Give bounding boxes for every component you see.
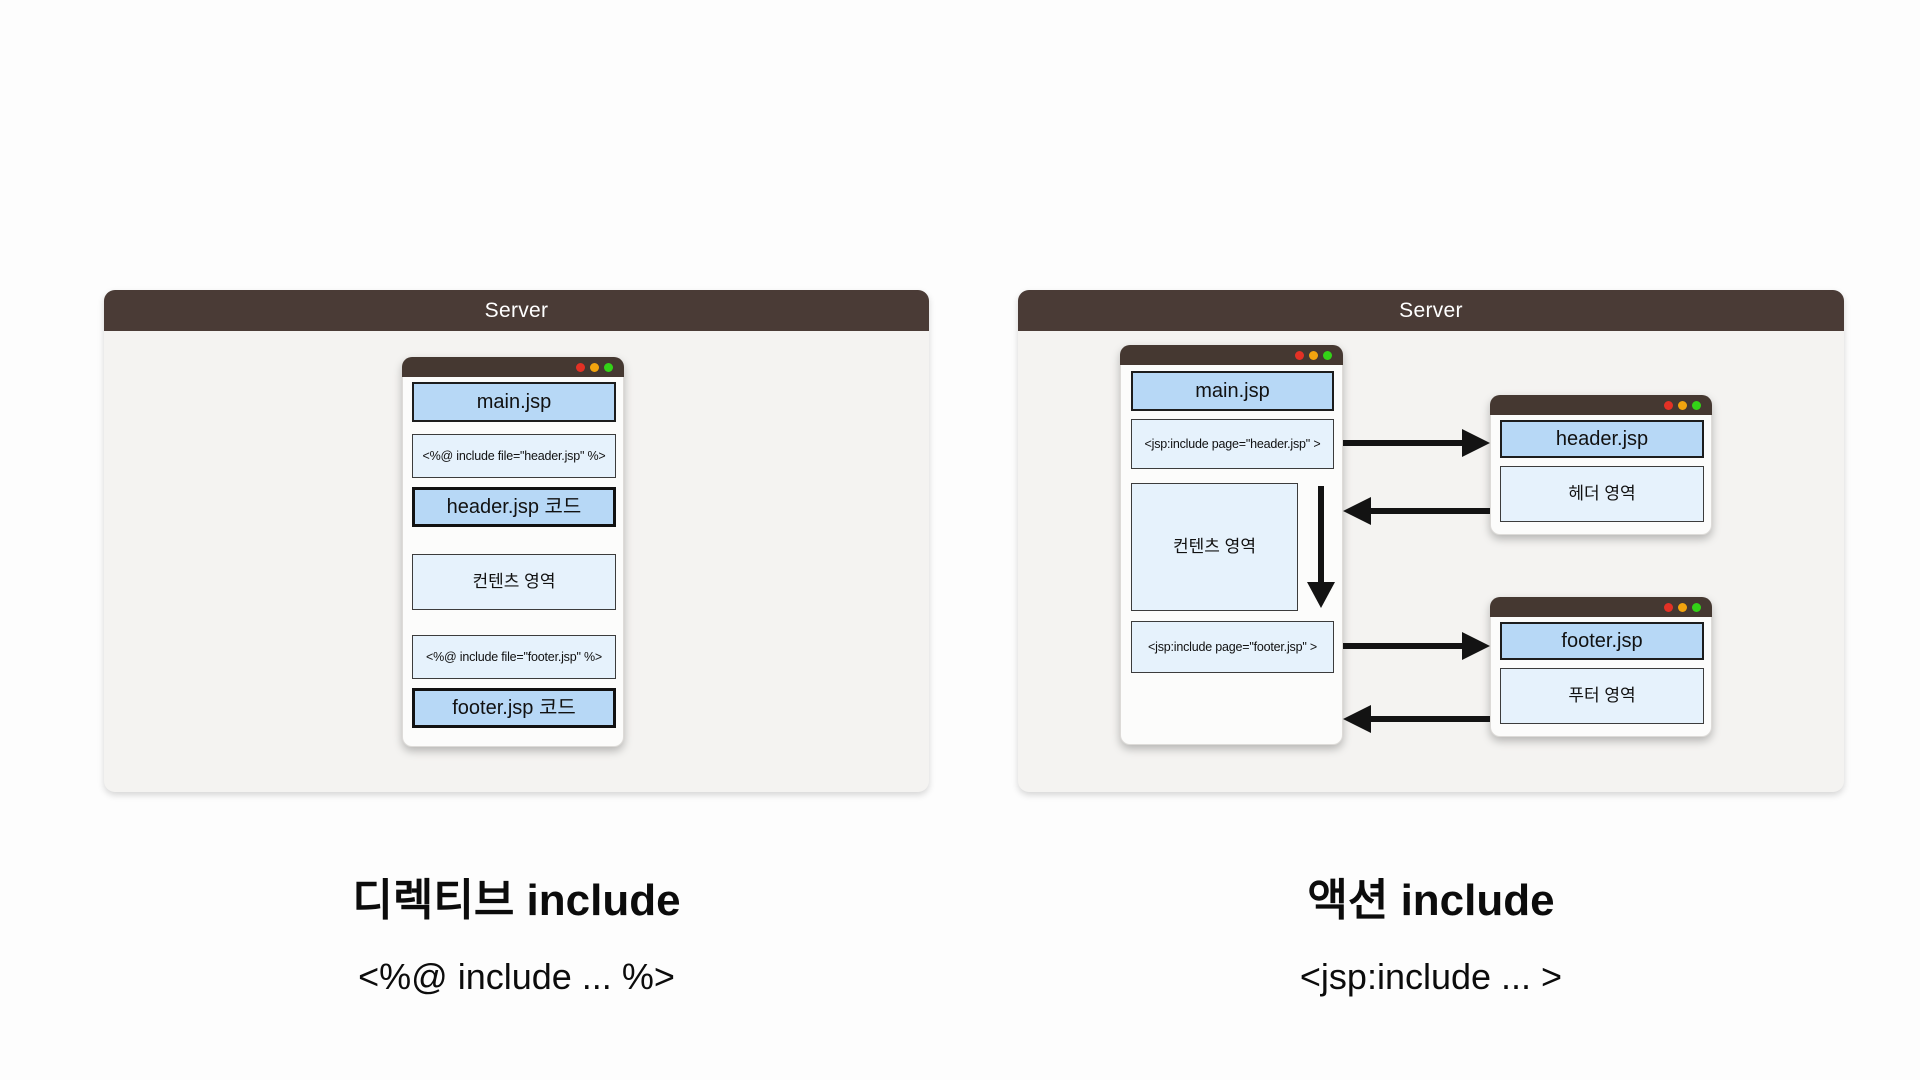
server-panel-action: Server main.jsp <jsp:include page="heade…	[1018, 290, 1844, 792]
directive-include-syntax: <%@ include ... %>	[358, 956, 675, 997]
header-area-box: 헤더 영역	[1500, 466, 1704, 522]
flow-down-arrow-line	[1318, 486, 1324, 586]
window-title-bar	[1490, 395, 1712, 415]
header-jsp-box: header.jsp	[1500, 420, 1704, 458]
footer-area-box: 푸터 영역	[1500, 668, 1704, 724]
header-request-arrow-line	[1343, 440, 1464, 446]
maximize-icon	[604, 362, 613, 372]
header-jsp-window: header.jsp 헤더 영역	[1490, 395, 1712, 535]
main-jsp-window: main.jsp <jsp:include page="header.jsp" …	[1120, 345, 1343, 745]
jsp-include-header-box: <jsp:include page="header.jsp" >	[1131, 419, 1334, 469]
main-jsp-box: main.jsp	[1131, 371, 1334, 411]
close-icon	[1295, 350, 1304, 360]
minimize-icon	[1678, 400, 1687, 410]
footer-request-arrow-line	[1343, 643, 1464, 649]
directive-include-title: 디렉티브 include	[352, 876, 681, 925]
maximize-icon	[1692, 602, 1701, 612]
close-icon	[1664, 400, 1673, 410]
window-title-bar	[1120, 345, 1343, 365]
jsp-include-footer-box: <jsp:include page="footer.jsp" >	[1131, 621, 1334, 673]
flow-down-arrowhead-icon	[1307, 582, 1335, 608]
include-header-directive-box: <%@ include file="header.jsp" %>	[412, 434, 616, 478]
header-request-arrowhead-icon	[1462, 429, 1490, 457]
server-title-bar: Server	[104, 290, 929, 331]
server-panel-directive: Server main.jsp <%@ include file="header…	[104, 290, 929, 792]
maximize-icon	[1323, 350, 1332, 360]
minimize-icon	[1678, 602, 1687, 612]
main-jsp-box: main.jsp	[412, 382, 616, 422]
header-response-arrowhead-icon	[1343, 497, 1371, 525]
footer-response-arrow-line	[1369, 716, 1490, 722]
content-area-box: 컨텐츠 영역	[1131, 483, 1298, 611]
footer-jsp-window: footer.jsp 푸터 영역	[1490, 597, 1712, 737]
maximize-icon	[1692, 400, 1701, 410]
close-icon	[576, 362, 585, 372]
close-icon	[1664, 602, 1673, 612]
server-label: Server	[1399, 298, 1463, 322]
action-include-syntax: <jsp:include ... >	[1299, 956, 1563, 997]
window-title-bar	[402, 357, 624, 377]
server-title-bar: Server	[1018, 290, 1844, 331]
window-title-bar	[1490, 597, 1712, 617]
header-response-arrow-line	[1369, 508, 1490, 514]
minimize-icon	[1309, 350, 1318, 360]
main-jsp-window: main.jsp <%@ include file="header.jsp" %…	[402, 357, 624, 747]
include-footer-directive-box: <%@ include file="footer.jsp" %>	[412, 635, 616, 679]
content-area-box: 컨텐츠 영역	[412, 554, 616, 610]
server-label: Server	[484, 298, 549, 322]
minimize-icon	[590, 362, 599, 372]
header-jsp-code-box: header.jsp 코드	[412, 487, 616, 527]
footer-response-arrowhead-icon	[1343, 705, 1371, 733]
action-include-title: 액션 include	[1307, 876, 1555, 925]
footer-jsp-code-box: footer.jsp 코드	[412, 688, 616, 728]
footer-jsp-box: footer.jsp	[1500, 622, 1704, 660]
footer-request-arrowhead-icon	[1462, 632, 1490, 660]
